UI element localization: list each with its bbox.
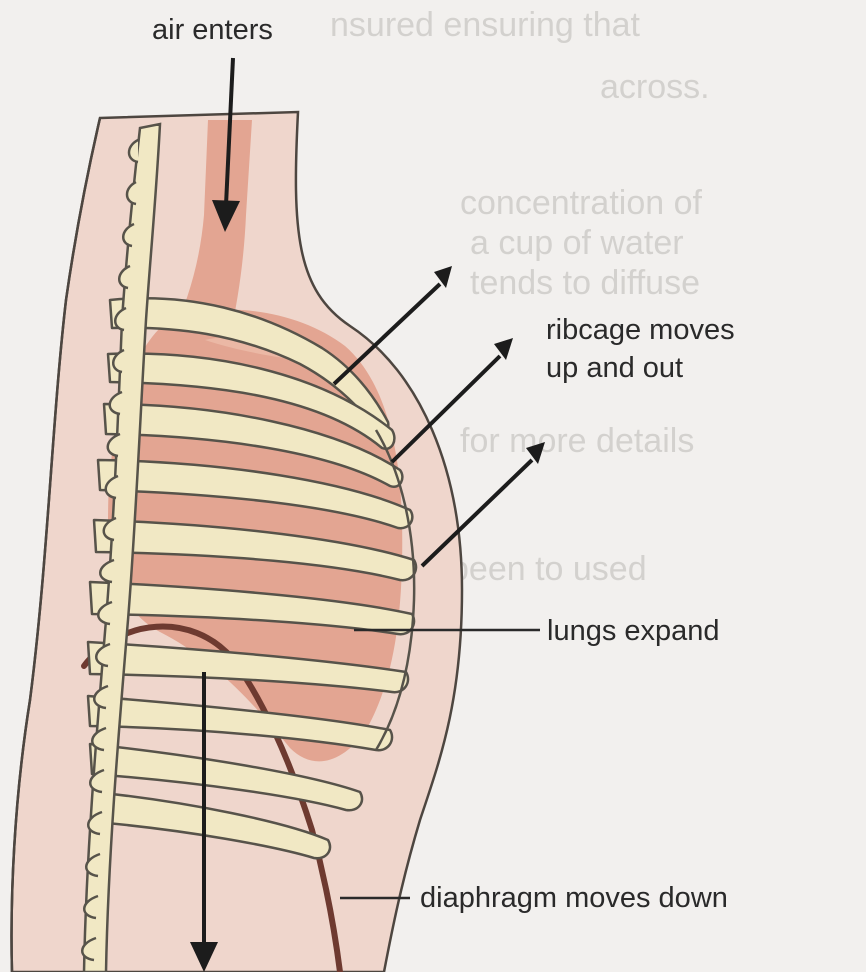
air-enters-label: air enters <box>152 12 273 48</box>
ribcage-label-line1: ribcage moves <box>546 312 735 348</box>
ribcage-label-line2: up and out <box>546 350 683 386</box>
lungs-expand-label: lungs expand <box>547 613 720 649</box>
diaphragm-label: diaphragm moves down <box>420 880 728 916</box>
